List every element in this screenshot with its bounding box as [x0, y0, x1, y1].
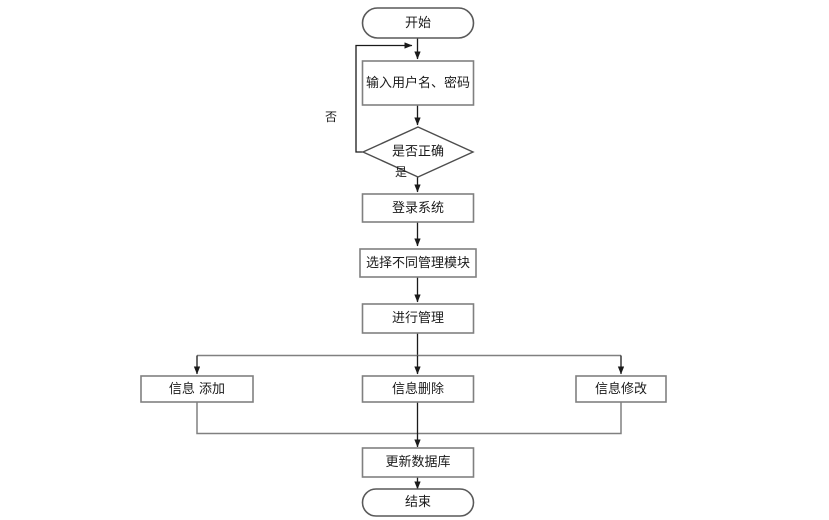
start-shape — [361, 7, 475, 39]
node-update-db[interactable]: 更新数据库 — [361, 447, 475, 478]
node-login-system[interactable]: 登录系统 — [361, 193, 475, 223]
edge-label-no: 否 — [325, 110, 337, 124]
select-module-shape — [359, 248, 477, 278]
info-modify-shape — [575, 375, 667, 403]
node-select-module[interactable]: 选择不同管理模块 — [359, 248, 477, 278]
info-add-shape — [140, 375, 254, 403]
node-start[interactable]: 开始 — [361, 7, 475, 39]
input-credentials-label: 输入用户名、密码 — [366, 75, 470, 91]
node-info-delete[interactable]: 信息删除 — [361, 375, 475, 403]
node-info-add[interactable]: 信息 添加 — [140, 375, 254, 403]
node-do-manage[interactable]: 进行管理 — [361, 303, 475, 334]
is-correct-shape — [361, 126, 475, 178]
info-delete-shape — [361, 375, 475, 403]
edge-info-modify-to-merge — [417, 402, 622, 435]
input-credentials-shape — [361, 60, 475, 106]
login-system-label: 登录系统 — [392, 201, 444, 216]
node-input-credentials[interactable]: 输入用户名、密码 — [361, 60, 475, 106]
do-manage-label: 进行管理 — [392, 311, 444, 326]
node-is-correct[interactable]: 是否正确 — [361, 126, 475, 178]
node-info-modify[interactable]: 信息修改 — [575, 375, 667, 403]
start-label: 开始 — [405, 16, 431, 31]
info-add-label: 信息 添加 — [169, 381, 225, 397]
edge-decision-no-loop — [355, 42, 413, 153]
connectors-layer — [193, 38, 625, 490]
login-system-shape — [361, 193, 475, 223]
end-shape — [361, 488, 475, 517]
update-db-label: 更新数据库 — [385, 454, 450, 470]
edge-info-add-to-merge — [196, 402, 418, 435]
select-module-label: 选择不同管理模块 — [366, 256, 470, 271]
end-label: 结束 — [405, 495, 431, 510]
node-end[interactable]: 结束 — [361, 488, 475, 517]
is-correct-label: 是否正确 — [392, 145, 444, 160]
edge-label-yes: 是 — [395, 165, 407, 179]
update-db-shape — [361, 447, 475, 478]
info-modify-label: 信息修改 — [595, 381, 647, 397]
info-delete-label: 信息删除 — [392, 381, 444, 397]
do-manage-shape — [361, 303, 475, 334]
